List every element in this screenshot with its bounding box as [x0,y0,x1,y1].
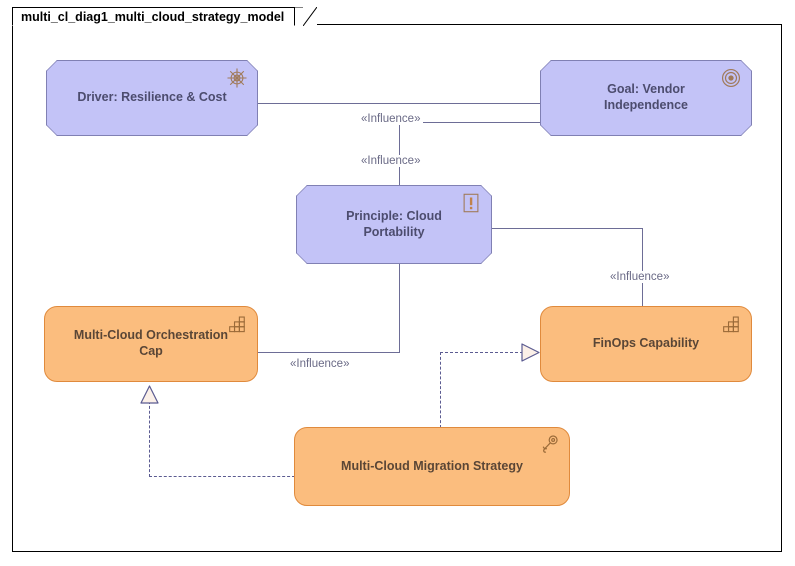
diagram-title-label: multi_cl_diag1_multi_cloud_strategy_mode… [12,7,296,26]
edge-label-influence-top-right: «Influence» [358,113,424,125]
finops-shape [540,306,752,382]
node-driver[interactable]: Driver: Resilience & Cost [46,60,258,136]
realization-arrowhead-finops [521,343,541,362]
connector-migration-orchestration-v [149,401,150,477]
connector-principle-finops-v [642,228,643,306]
connector-migration-finops-h [440,352,523,353]
connector-principle-orchestration-h [258,352,400,353]
diagram-title-tab[interactable]: multi_cl_diag1_multi_cloud_strategy_mode… [12,7,317,26]
orchestration-shape [44,306,258,382]
node-orchestration-capability[interactable]: Multi-Cloud Orchestration Cap [44,306,258,382]
capability-blocks-icon [226,313,248,335]
title-tab-slant [295,7,317,26]
migration-shape [294,427,570,506]
node-migration-strategy[interactable]: Multi-Cloud Migration Strategy [294,427,570,506]
edge-label-influence-right: «Influence» [607,271,673,283]
edge-label-influence-top-mid: «Influence» [358,155,424,167]
realization-arrowhead-orchestration [140,385,159,404]
ships-wheel-icon [226,67,248,89]
connector-principle-goal [399,122,540,123]
exclamation-box-icon [460,192,482,214]
driver-shape [46,60,258,136]
node-finops-capability[interactable]: FinOps Capability [540,306,752,382]
connector-migration-orchestration-h [149,476,295,477]
connector-migration-finops-v [440,352,441,428]
node-goal[interactable]: Goal: Vendor Independence [540,60,752,136]
node-principle[interactable]: Principle: Cloud Portability [296,185,492,264]
connector-principle-orchestration-v [399,264,400,353]
connector-principle-stem-up [399,122,400,185]
connector-driver-goal [258,103,540,104]
course-of-action-icon [538,434,560,456]
edge-label-influence-bottom-left: «Influence» [287,358,353,370]
capability-blocks-icon [720,313,742,335]
target-circles-icon [720,67,742,89]
connector-principle-finops-h [492,228,642,229]
